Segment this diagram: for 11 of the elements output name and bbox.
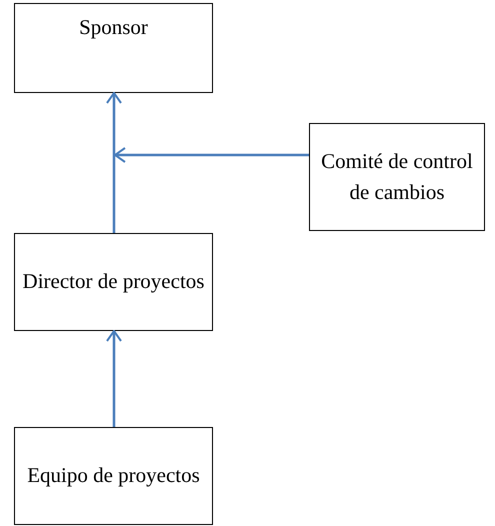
arrow bbox=[106, 92, 122, 233]
box-label: Sponsor bbox=[79, 14, 148, 41]
box-label: Comité de control de cambios bbox=[320, 148, 474, 206]
process-box bbox=[309, 123, 485, 231]
box-label: Director de proyectos bbox=[22, 268, 204, 296]
process-box bbox=[14, 233, 213, 331]
box-label: Equipo de proyectos bbox=[27, 462, 200, 490]
arrow bbox=[106, 330, 122, 427]
process-box bbox=[14, 427, 213, 525]
process-box bbox=[14, 3, 213, 93]
arrow bbox=[114, 147, 309, 163]
